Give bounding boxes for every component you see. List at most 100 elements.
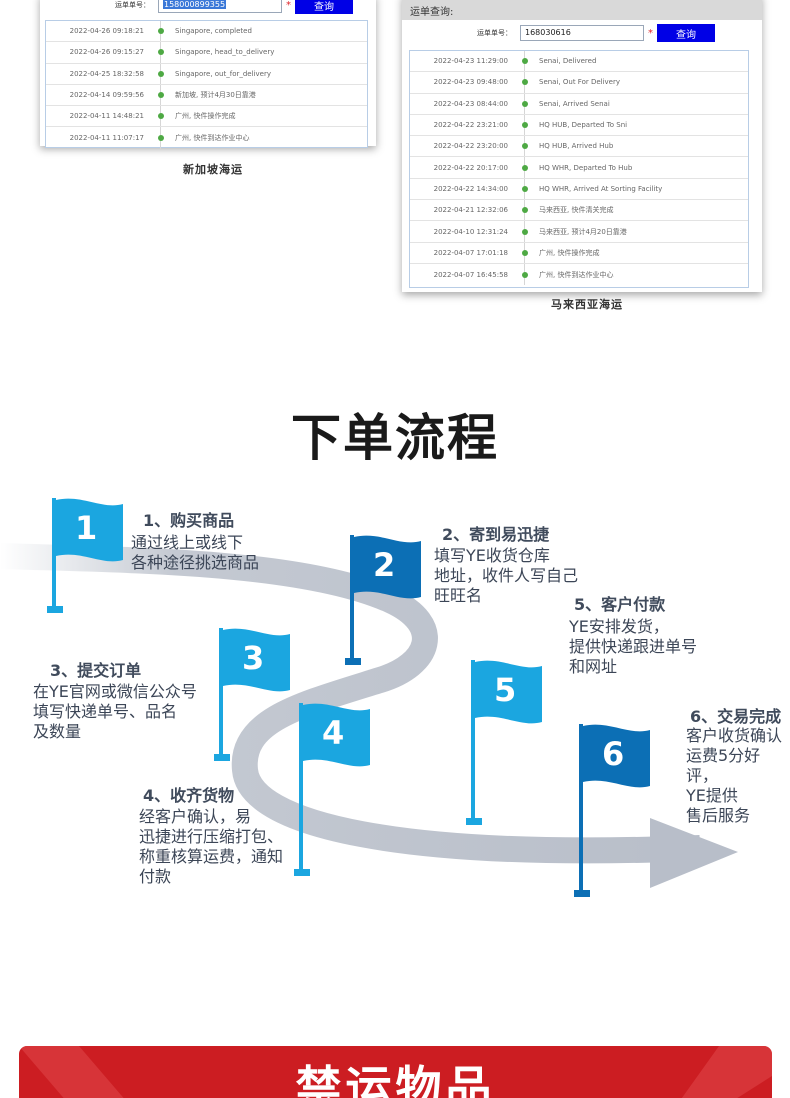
timeline-dot-icon — [516, 72, 534, 93]
required-mark: * — [286, 0, 291, 11]
flag-base — [47, 606, 63, 613]
flag-cloth — [56, 498, 123, 562]
event-status: Singapore, out_for_delivery — [175, 69, 271, 78]
timeline-dot-icon — [516, 221, 534, 242]
timeline-row: 2022-04-11 11:07:17 广州, 快件到达作业中心 — [46, 127, 367, 150]
step-flag-2: 2 — [345, 535, 455, 676]
event-date: 2022-04-11 11:07:17 — [69, 134, 144, 143]
event-status: HQ HUB, Departed To Sni — [539, 121, 628, 130]
banner-decoration — [19, 1046, 772, 1098]
road-path — [0, 543, 701, 864]
query-header: 运单查询: — [402, 0, 762, 20]
event-date: 2022-04-22 23:21:00 — [433, 121, 508, 130]
timeline-dot-icon — [516, 263, 534, 286]
event-status: 广州, 快件到达作业中心 — [539, 270, 614, 279]
required-mark: * — [648, 27, 653, 39]
event-date: 2022-04-10 12:31:24 — [433, 227, 508, 236]
step-description: 通过线上或线下 各种途径挑选商品 — [131, 533, 260, 572]
step-flag-6: 6 — [574, 724, 684, 908]
event-date: 2022-04-25 18:32:58 — [69, 69, 144, 78]
flag-cloth — [354, 535, 421, 599]
timeline-row: 2022-04-26 09:18:21 Singapore, completed — [46, 21, 367, 43]
timeline-row: 2022-04-11 14:48:21 广州, 快件操作完成 — [46, 106, 367, 128]
tracking-number-input[interactable]: 168030616 — [520, 25, 644, 41]
event-status: Senai, Delivered — [539, 57, 597, 66]
flag-pole — [219, 628, 223, 756]
banner-title: 禁运物品 — [295, 1061, 496, 1098]
step-number: 2 — [373, 546, 396, 584]
event-status: HQ HUB, Arrived Hub — [539, 142, 614, 151]
step-title: 6、交易完成 — [690, 707, 782, 726]
process-road — [0, 543, 738, 888]
timeline-row: 2022-04-22 23:21:00 HQ HUB, Departed To S… — [410, 114, 748, 137]
step-description: YE安排发货， 提供快递跟进单号 和网址 — [569, 617, 698, 676]
event-status: 广州, 快件到达作业中心 — [175, 134, 250, 143]
singapore-tracking-panel: 运单单号： 158000899355 * 查询 2022-04-26 09:18… — [40, 0, 376, 150]
step-title: 3、提交订单 — [50, 661, 142, 680]
event-status: 马来西亚, 预计4月20日靠港 — [539, 227, 627, 236]
step-title: 1、购买商品 — [143, 511, 235, 530]
step-flag-3: 3 — [214, 628, 324, 772]
step-number: 4 — [322, 714, 345, 752]
flag-icon — [214, 628, 290, 761]
flag-cloth — [475, 660, 542, 724]
event-date: 2022-04-14 09:59:56 — [69, 91, 144, 100]
timeline-dot-icon — [516, 178, 534, 200]
timeline-row: 2022-04-10 12:31:24 马来西亚, 预计4月20日靠港 — [410, 221, 748, 243]
event-status: HQ WHR, Departed To Hub — [539, 163, 633, 172]
timeline-row: 2022-04-25 18:32:58 Singapore, out_for_de… — [46, 63, 367, 85]
timeline-dot-icon — [516, 200, 534, 221]
step-flag-4: 4 — [294, 703, 404, 887]
tracking-query-row: 运单单号： 158000899355 * 查询 — [40, 0, 353, 14]
flag-icon — [574, 724, 650, 897]
step-title: 4、收齐货物 — [143, 786, 235, 805]
road-arrowhead — [650, 818, 738, 888]
event-date: 2022-04-23 08:44:00 — [433, 99, 508, 108]
timeline-dot-icon — [516, 157, 534, 179]
timeline-dot-icon — [152, 42, 170, 63]
event-status: 广州, 快件操作完成 — [175, 112, 236, 121]
query-button[interactable]: 查询 — [295, 0, 353, 14]
tracking-number-label: 运单单号： — [115, 1, 150, 9]
tracking-number-label: 运单单号： — [477, 29, 512, 37]
event-date: 2022-04-22 23:20:00 — [433, 142, 508, 151]
timeline-dot-icon — [152, 84, 170, 106]
timeline-dot-icon — [516, 93, 534, 115]
flag-base — [214, 754, 230, 761]
flag-cloth — [223, 628, 290, 692]
prohibited-items-banner: 禁运物品 — [19, 1046, 772, 1098]
process-title: 下单流程 — [291, 409, 499, 467]
flag-pole — [579, 724, 583, 892]
step-description: 经客户确认，易 迅捷进行压缩打包、 称重核算运费，通知 付款 — [139, 807, 284, 886]
step-flag-1: 1 — [47, 498, 157, 624]
query-button[interactable]: 查询 — [657, 24, 715, 42]
event-date: 2022-04-07 16:45:58 — [433, 270, 508, 279]
flag-base — [294, 869, 310, 876]
timeline-row: 2022-04-26 09:15:27 Singapore, head_to_de… — [46, 42, 367, 64]
event-date: 2022-04-26 09:18:21 — [69, 27, 144, 36]
step-description: 客户收货确认 运费5分好评， YE提供 售后服务 — [686, 726, 783, 825]
flag-icon — [466, 660, 542, 825]
flag-icon — [345, 535, 421, 665]
singapore-caption: 新加坡海运 — [183, 163, 243, 176]
event-date: 2022-04-26 09:15:27 — [69, 48, 144, 57]
flag-base — [574, 890, 590, 897]
event-status: Singapore, head_to_delivery — [175, 48, 275, 57]
event-status: Singapore, completed — [175, 27, 252, 36]
timeline-dot-icon — [516, 136, 534, 157]
timeline-dot-icon — [152, 106, 170, 127]
malaysia-caption: 马来西亚海运 — [551, 298, 623, 311]
event-status: HQ WHR, Arrived At Sorting Facility — [539, 184, 663, 193]
tracking-number-input[interactable]: 158000899355 — [158, 0, 282, 13]
timeline-dot-icon — [152, 127, 170, 150]
malaysia-tracking-panel: 运单查询: 运单单号： 168030616 * 查询 2022-04-23 11… — [402, 0, 762, 292]
step-description: 填写YE收货仓库 地址，收件人写自己 旺旺名 — [434, 546, 579, 605]
step-description: 在YE官网或微信公众号 填写快递单号、品名 及数量 — [33, 682, 197, 741]
event-date: 2022-04-11 14:48:21 — [69, 112, 144, 121]
step-number: 6 — [602, 735, 625, 773]
